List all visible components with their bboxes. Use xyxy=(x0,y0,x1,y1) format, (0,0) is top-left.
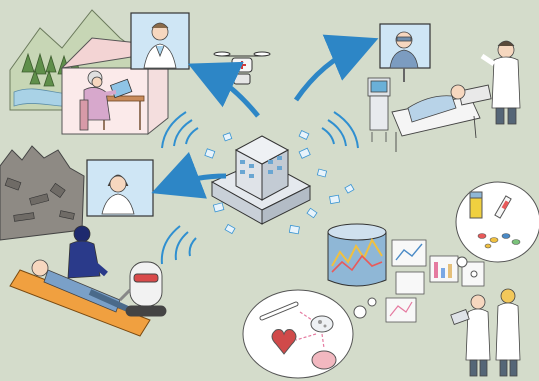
elderly-patient xyxy=(79,70,117,131)
arrow-to-disaster-site xyxy=(151,151,227,199)
analysis-panels xyxy=(385,239,485,323)
hospital-room-scene xyxy=(367,23,521,152)
doctor-on-screen xyxy=(143,22,177,69)
rescue-worker xyxy=(67,225,108,279)
brain-icon xyxy=(311,350,337,370)
bed-patient xyxy=(407,84,466,123)
hospital-bed xyxy=(391,84,492,152)
disaster-site-scene xyxy=(0,145,167,337)
wireless-signals xyxy=(160,111,359,265)
heart-icon xyxy=(271,329,297,355)
organs-bubble-icon xyxy=(242,289,377,379)
rural-home-scene xyxy=(9,9,190,136)
data-tiles xyxy=(204,130,355,235)
hospital-building-icon xyxy=(210,135,312,225)
medicine-bubble-icon xyxy=(455,181,539,278)
injured-person xyxy=(31,259,132,313)
attending-doctor xyxy=(480,40,521,125)
petri-dish-icon xyxy=(310,315,334,333)
database-icon xyxy=(327,223,387,287)
medical-monitor-cart xyxy=(367,77,391,142)
researchers xyxy=(450,288,521,377)
ruins xyxy=(0,145,85,241)
rubble xyxy=(4,177,75,222)
nurse-on-screen xyxy=(101,174,135,215)
robot-icon xyxy=(118,261,167,317)
arrow-to-home xyxy=(187,61,260,118)
stretcher xyxy=(9,269,151,337)
arrow-to-hospital-room xyxy=(293,34,379,102)
remote-doctor-on-screen xyxy=(389,31,419,69)
